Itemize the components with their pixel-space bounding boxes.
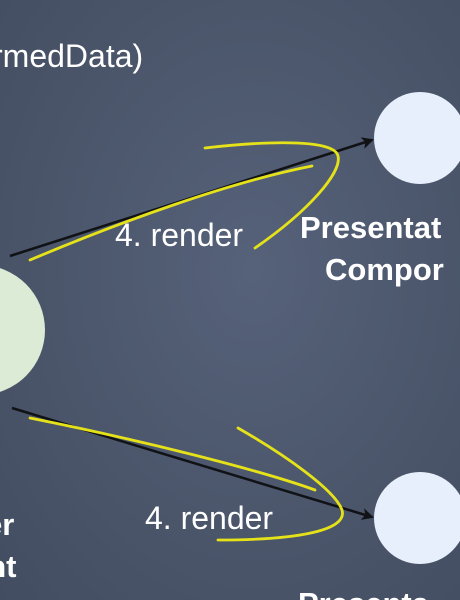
edge-label-render-bottom: 4. render	[145, 500, 274, 536]
highlight-stroke-top	[28, 141, 340, 262]
container-label-line2: ent	[0, 549, 17, 584]
call-expression-text: rmedData)	[0, 38, 144, 74]
presentational-top-label-line2: Compor	[325, 252, 444, 287]
highlight-stroke-bottom	[28, 416, 344, 542]
container-component-node	[0, 268, 45, 392]
presentational-component-node-top	[374, 92, 460, 184]
edge-label-render-top: 4. render	[115, 217, 244, 253]
presentational-bottom-label-line1: Presenta	[298, 588, 429, 600]
presentational-top-label-line1: Presentat	[300, 210, 442, 245]
container-label-line1: er	[0, 507, 15, 542]
presentational-component-node-bottom	[374, 472, 460, 564]
